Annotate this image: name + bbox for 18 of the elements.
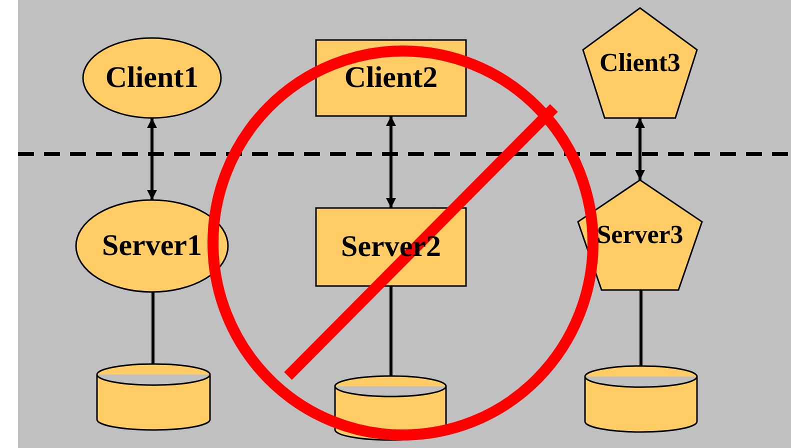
client-ellipse bbox=[83, 38, 221, 118]
server-ellipse bbox=[76, 200, 228, 292]
node-label: Client1 bbox=[105, 61, 199, 95]
connector-line bbox=[640, 290, 642, 366]
double-arrow bbox=[386, 116, 396, 208]
node-label: Server3 bbox=[596, 220, 684, 250]
connector-line bbox=[390, 286, 392, 376]
node-label: Client2 bbox=[344, 61, 438, 95]
client-pentagon bbox=[583, 8, 697, 118]
database-cylinder bbox=[585, 366, 697, 432]
double-arrow bbox=[635, 118, 645, 180]
connector-line bbox=[152, 292, 154, 364]
database-cylinder bbox=[97, 364, 210, 430]
server-pentagon bbox=[578, 180, 702, 290]
node-label: Client3 bbox=[600, 48, 680, 78]
double-arrow bbox=[147, 118, 157, 200]
node-label: Server1 bbox=[102, 229, 202, 263]
database-cylinder bbox=[335, 376, 446, 440]
